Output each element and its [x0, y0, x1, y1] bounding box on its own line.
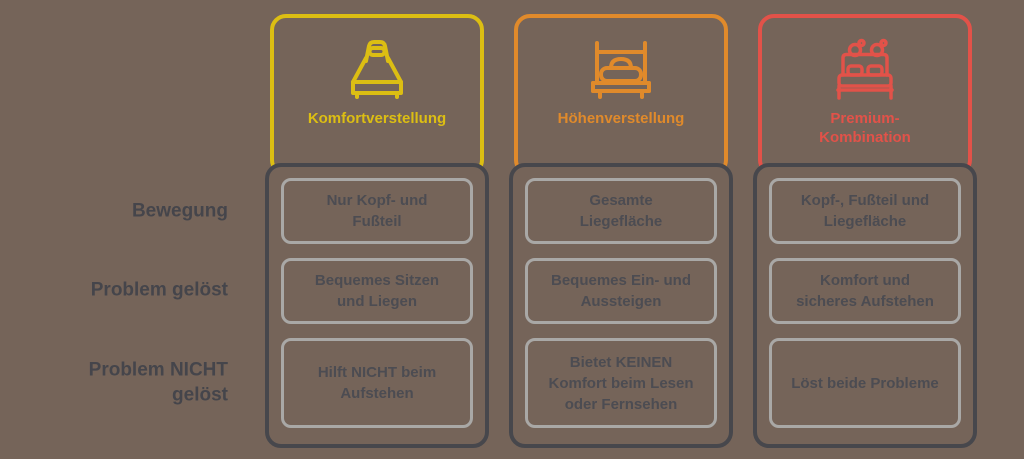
cell-problem-nicht-geloest: Löst beide Probleme — [769, 338, 961, 428]
double-bed-lamps-icon — [827, 38, 903, 102]
cell-problem-nicht-geloest: Bietet KEINEN Komfort beim Lesen oder Fe… — [525, 338, 717, 428]
column-header: Premium- Kombination — [758, 14, 972, 176]
column-title: Komfortverstellung — [307, 110, 447, 127]
cell-bewegung: Nur Kopf- und Fußteil — [281, 178, 473, 244]
column-komfortverstellung: Komfortverstellung Nur Kopf- und Fußteil… — [265, 0, 489, 459]
column-body: Nur Kopf- und Fußteil Bequemes Sitzen un… — [265, 163, 489, 448]
column-header: Komfortverstellung — [270, 14, 484, 176]
row-label-problem-nicht-geloest: Problem NICHT gelöst — [88, 359, 228, 405]
cell-problem-geloest: Bequemes Ein- und Aussteigen — [525, 258, 717, 324]
cell-problem-geloest: Komfort und sicheres Aufstehen — [769, 258, 961, 324]
column-title: Premium- Kombination — [819, 110, 911, 146]
cell-problem-nicht-geloest: Hilft NICHT beim Aufstehen — [281, 338, 473, 428]
column-premium-kombination: Premium- Kombination Kopf-, Fußteil und … — [753, 0, 977, 459]
column-header: Höhenverstellung — [514, 14, 728, 176]
row-label-bewegung: Bewegung — [131, 200, 228, 222]
inclined-single-bed-icon — [339, 38, 415, 102]
cell-problem-geloest: Bequemes Sitzen und Liegen — [281, 258, 473, 324]
column-body: Kopf-, Fußteil und Liegefläche Komfort u… — [753, 163, 977, 448]
row-label-problem-geloest: Problem gelöst — [90, 279, 228, 301]
cell-bewegung: Gesamte Liegefläche — [525, 178, 717, 244]
column-hoehenverstellung: Höhenverstellung Gesamte Liegefläche Beq… — [509, 0, 733, 459]
column-body: Gesamte Liegefläche Bequemes Ein- und Au… — [509, 163, 733, 448]
cell-bewegung: Kopf-, Fußteil und Liegefläche — [769, 178, 961, 244]
column-title: Höhenverstellung — [557, 110, 685, 127]
flat-single-bed-icon — [583, 38, 659, 102]
